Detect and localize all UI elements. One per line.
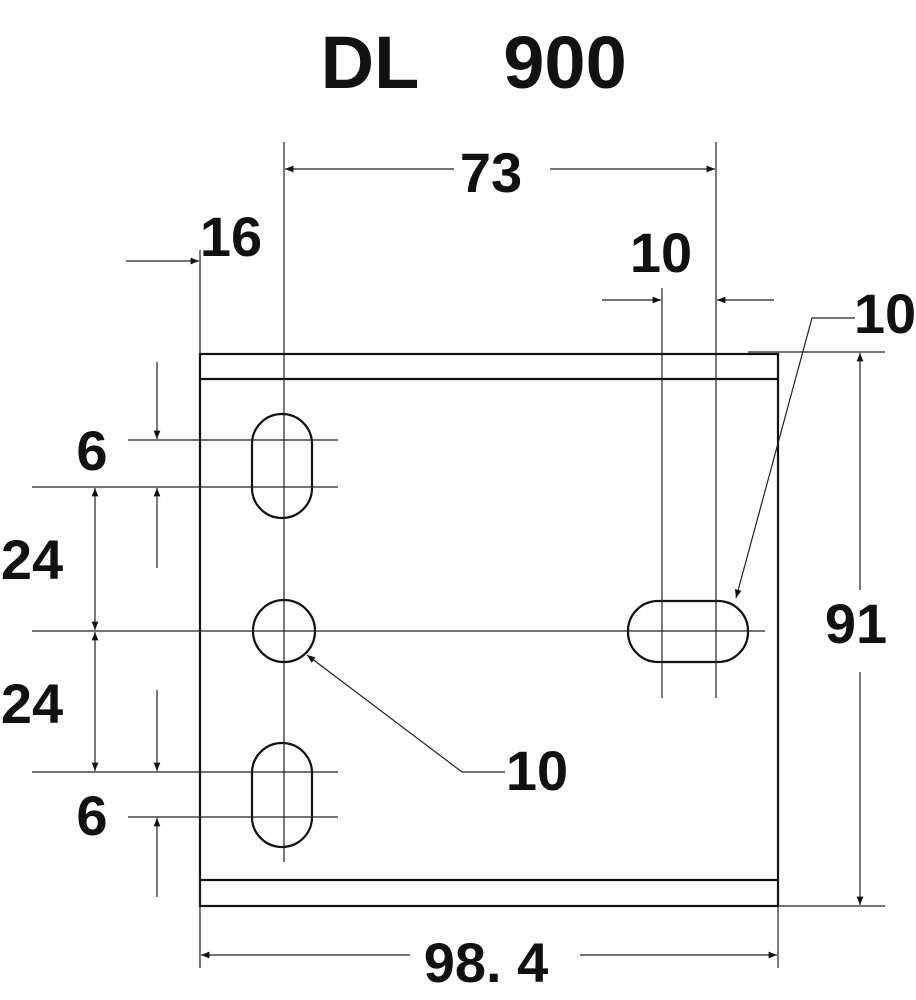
dim-hole-spacing: 73 (285, 141, 715, 204)
dim-label-lower-spacing: 24 (1, 672, 63, 735)
top-vertical-slot (250, 412, 314, 520)
dim-width: 98. 4 (201, 931, 777, 994)
dim-label-16: 16 (200, 205, 262, 268)
dim-label-height: 91 (825, 592, 887, 655)
extension-lines (32, 142, 779, 968)
dim-slot-width: 10 (602, 221, 774, 304)
dim-label-73: 73 (460, 141, 522, 204)
dim-round-hole-leader: 10 (306, 654, 568, 802)
dim-label-upper-spacing: 24 (1, 528, 63, 591)
dim-label-slot-width: 10 (630, 221, 692, 284)
dim-label-slot-diameter: 10 (854, 282, 916, 345)
dim-left-offset: 16 (126, 205, 262, 268)
title-model: DL (321, 21, 420, 104)
bottom-vertical-slot (250, 741, 314, 849)
dim-left-vertical: 6 24 24 6 (1, 362, 161, 897)
dim-slot-leader: 10 (734, 282, 916, 599)
plate-outline (198, 351, 885, 908)
dim-label-top-slot: 6 (76, 419, 107, 482)
dim-label-width: 98. 4 (424, 931, 549, 994)
dim-label-round-hole: 10 (506, 739, 568, 802)
title-number: 900 (503, 21, 626, 104)
dim-label-bottom-slot: 6 (76, 784, 107, 847)
dim-height: 91 (825, 353, 887, 905)
